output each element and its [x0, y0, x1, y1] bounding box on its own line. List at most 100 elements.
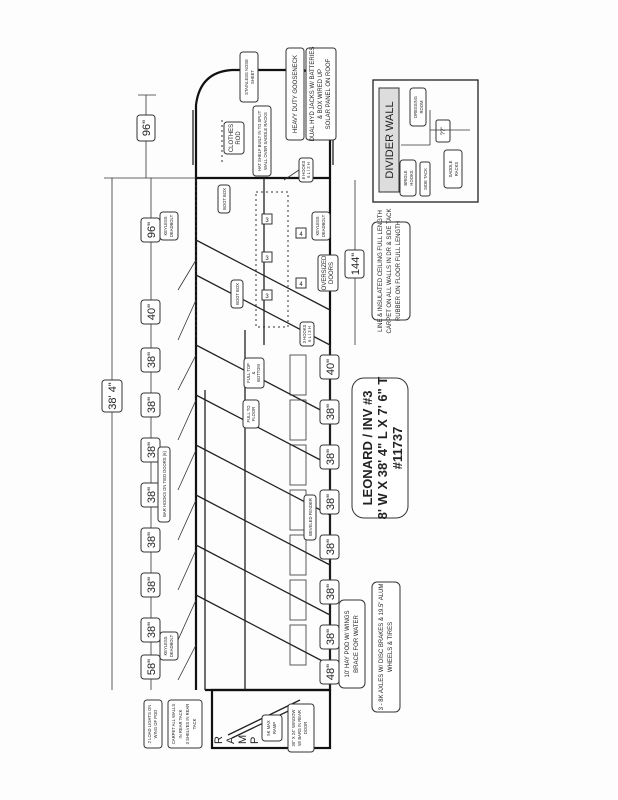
svg-text:38": 38" [325, 449, 337, 465]
bdim-seg-6: 38" [319, 624, 340, 650]
bdim-seg-5: 38" [319, 579, 340, 605]
svg-text:3 HOOKS: 3 HOOKS [302, 324, 307, 343]
svg-text:LEONARD / INV #3: LEONARD / INV #3 [360, 391, 375, 506]
svg-text:RAMP: RAMP [272, 722, 277, 734]
svg-text:??": ??" [441, 127, 447, 136]
tack-room-width-dimension: 144" [344, 180, 365, 345]
svg-text:DEADBOLT: DEADBOLT [169, 214, 174, 237]
svg-text:3: 3 [265, 256, 269, 262]
svg-text:8' W X 38' 4" L X 7' 6" T: 8' W X 38' 4" L X 7' 6" T [375, 377, 390, 520]
gooseneck-length-dimension: 96" [136, 94, 156, 178]
svg-text:DEADBOLT: DEADBOLT [169, 634, 174, 657]
svg-text:38": 38" [325, 539, 337, 555]
svg-text:38": 38" [325, 404, 337, 420]
svg-text:96": 96" [146, 222, 158, 238]
svg-text:38": 38" [146, 532, 158, 548]
dim-seg-1: 40" [140, 299, 161, 325]
svg-text:38": 38" [325, 629, 337, 645]
bdim-seg-7: 48" [319, 659, 340, 685]
svg-text:BEVELED FENDER: BEVELED FENDER [308, 498, 313, 536]
svg-text:HOOKS: HOOKS [409, 170, 414, 185]
svg-text:TACK: TACK [192, 718, 197, 729]
svg-text:4: 4 [299, 282, 303, 288]
dim-seg-3: 38" [140, 392, 161, 418]
svg-text:40": 40" [325, 359, 337, 375]
svg-text:40": 40" [146, 304, 158, 320]
bdim-seg-0: 40" [319, 354, 340, 380]
dim-seg-8: 38" [140, 617, 161, 643]
svg-text:SOLAR PANEL ON ROOF: SOLAR PANEL ON ROOF [326, 58, 332, 129]
svg-text:38": 38" [146, 577, 158, 593]
svg-text:FULL TO: FULL TO [246, 405, 251, 423]
svg-text:DIVIDER WALL: DIVIDER WALL [384, 101, 396, 178]
svg-text:38": 38" [325, 584, 337, 600]
svg-text:RACKS: RACKS [454, 162, 459, 177]
svg-text:WHEELS & TIRES: WHEELS & TIRES [388, 622, 394, 672]
svg-text:38": 38" [146, 397, 158, 413]
svg-text:&: & [251, 371, 256, 374]
svg-text:6 L / 2 H: 6 L / 2 H [306, 162, 311, 178]
svg-text:BAR HOOKS ON TIED DOORS (6): BAR HOOKS ON TIED DOORS (6) [162, 451, 167, 517]
svg-text:48": 48" [325, 664, 337, 680]
svg-text:96": 96" [141, 120, 153, 136]
svg-text:DUAL HYD JACKS W/ BATTERIES: DUAL HYD JACKS W/ BATTERIES [310, 47, 316, 142]
dim-seg-4: 38" [140, 437, 161, 463]
svg-text:R: R [213, 736, 225, 744]
bdim-seg-1: 38" [319, 399, 340, 425]
svg-text:38' 4": 38' 4" [107, 382, 119, 410]
dim-seg-0: 96" [140, 217, 161, 243]
overall-length-dimension: 38' 4" [101, 177, 196, 690]
svg-text:WALL OVER SADDLE RACKS: WALL OVER SADDLE RACKS [263, 112, 268, 170]
svg-text:DOOR: DOOR [303, 722, 308, 735]
svg-text:30" X 24" WINDOW: 30" X 24" WINDOW [291, 709, 296, 746]
svg-text:DRESSING: DRESSING [413, 96, 418, 118]
svg-text:DEADBOLT: DEADBOLT [321, 214, 326, 237]
svg-text:A: A [225, 736, 237, 744]
svg-text:38": 38" [146, 352, 158, 368]
svg-text:38": 38" [146, 622, 158, 638]
bdim-seg-4: 38" [319, 534, 340, 560]
svg-text:#11737: #11737 [390, 427, 405, 470]
svg-text:3 SHELVES IN REAR: 3 SHELVES IN REAR [185, 704, 190, 745]
svg-text:IN REAR TACK: IN REAR TACK [178, 709, 183, 738]
svg-text:5K MAX: 5K MAX [266, 720, 271, 736]
svg-text:FULL TOP: FULL TOP [246, 363, 251, 383]
divider-wall-inset: DIVIDER WALL DRESSING ROOM BRIDLE HOOKS … [372, 79, 479, 203]
svg-text:HAT SHELF BUILT IN TO SPLIT: HAT SHELF BUILT IN TO SPLIT [257, 110, 262, 171]
svg-text:KEYLESS: KEYLESS [315, 216, 320, 235]
svg-text:CLOTHES: CLOTHES [229, 124, 235, 152]
svg-text:BOOT BOX: BOOT BOX [222, 188, 227, 210]
svg-text:3 - 8K AXLES W/ DISC BRAKES &: 3 - 8K AXLES W/ DISC BRAKES & 19.5" ALUM [379, 584, 385, 711]
svg-text:BRIDLE: BRIDLE [403, 170, 408, 185]
svg-text:38": 38" [146, 442, 158, 458]
bdim-seg-3: 38" [319, 489, 340, 515]
svg-text:4: 4 [299, 232, 303, 238]
svg-text:144": 144" [350, 253, 362, 275]
dim-seg-5: 38" [140, 482, 161, 508]
dim-seg-7: 38" [140, 572, 161, 598]
top-dimension-chain: 96" 40" 38" 38" 38" 38" 38" 38" 38" 58" [140, 178, 161, 690]
svg-text:3: 3 [265, 294, 269, 300]
svg-text:BOTTOM: BOTTOM [256, 364, 261, 382]
svg-text:STAINLESS NOSE: STAINLESS NOSE [244, 59, 249, 95]
dim-seg-9: 58" [140, 654, 161, 680]
bdim-seg-2: 38" [319, 444, 340, 470]
svg-text:SIDE TACK: SIDE TACK [423, 168, 428, 190]
svg-text:2 LOAD LIGHTS ON: 2 LOAD LIGHTS ON [147, 705, 152, 744]
svg-text:BRACE FOR WATER: BRACE FOR WATER [354, 615, 360, 673]
svg-text:ROOM: ROOM [419, 100, 424, 114]
svg-text:ROD: ROD [236, 131, 242, 145]
svg-text:BOOT BOX: BOOT BOX [235, 283, 240, 305]
dim-seg-6: 38" [140, 527, 161, 553]
svg-text:CARPET ALL WALLS: CARPET ALL WALLS [171, 704, 176, 745]
svg-text:KEYLESS: KEYLESS [163, 636, 168, 655]
svg-text:M: M [237, 735, 249, 744]
bottom-dimension-chain: 40" 38" 38" 38" 38" 38" 38" 48" [319, 345, 340, 690]
svg-text:HEAVY DUTY GOOSENECK: HEAVY DUTY GOOSENECK [293, 55, 299, 133]
svg-text:10' HAY POD W/ WINGS: 10' HAY POD W/ WINGS [345, 611, 351, 678]
svg-text:OVERSIZED: OVERSIZED [322, 255, 328, 290]
svg-text:SHEET: SHEET [250, 70, 255, 84]
title-block: LEONARD / INV #3 8' W X 38' 4" L X 7' 6"… [351, 377, 409, 520]
